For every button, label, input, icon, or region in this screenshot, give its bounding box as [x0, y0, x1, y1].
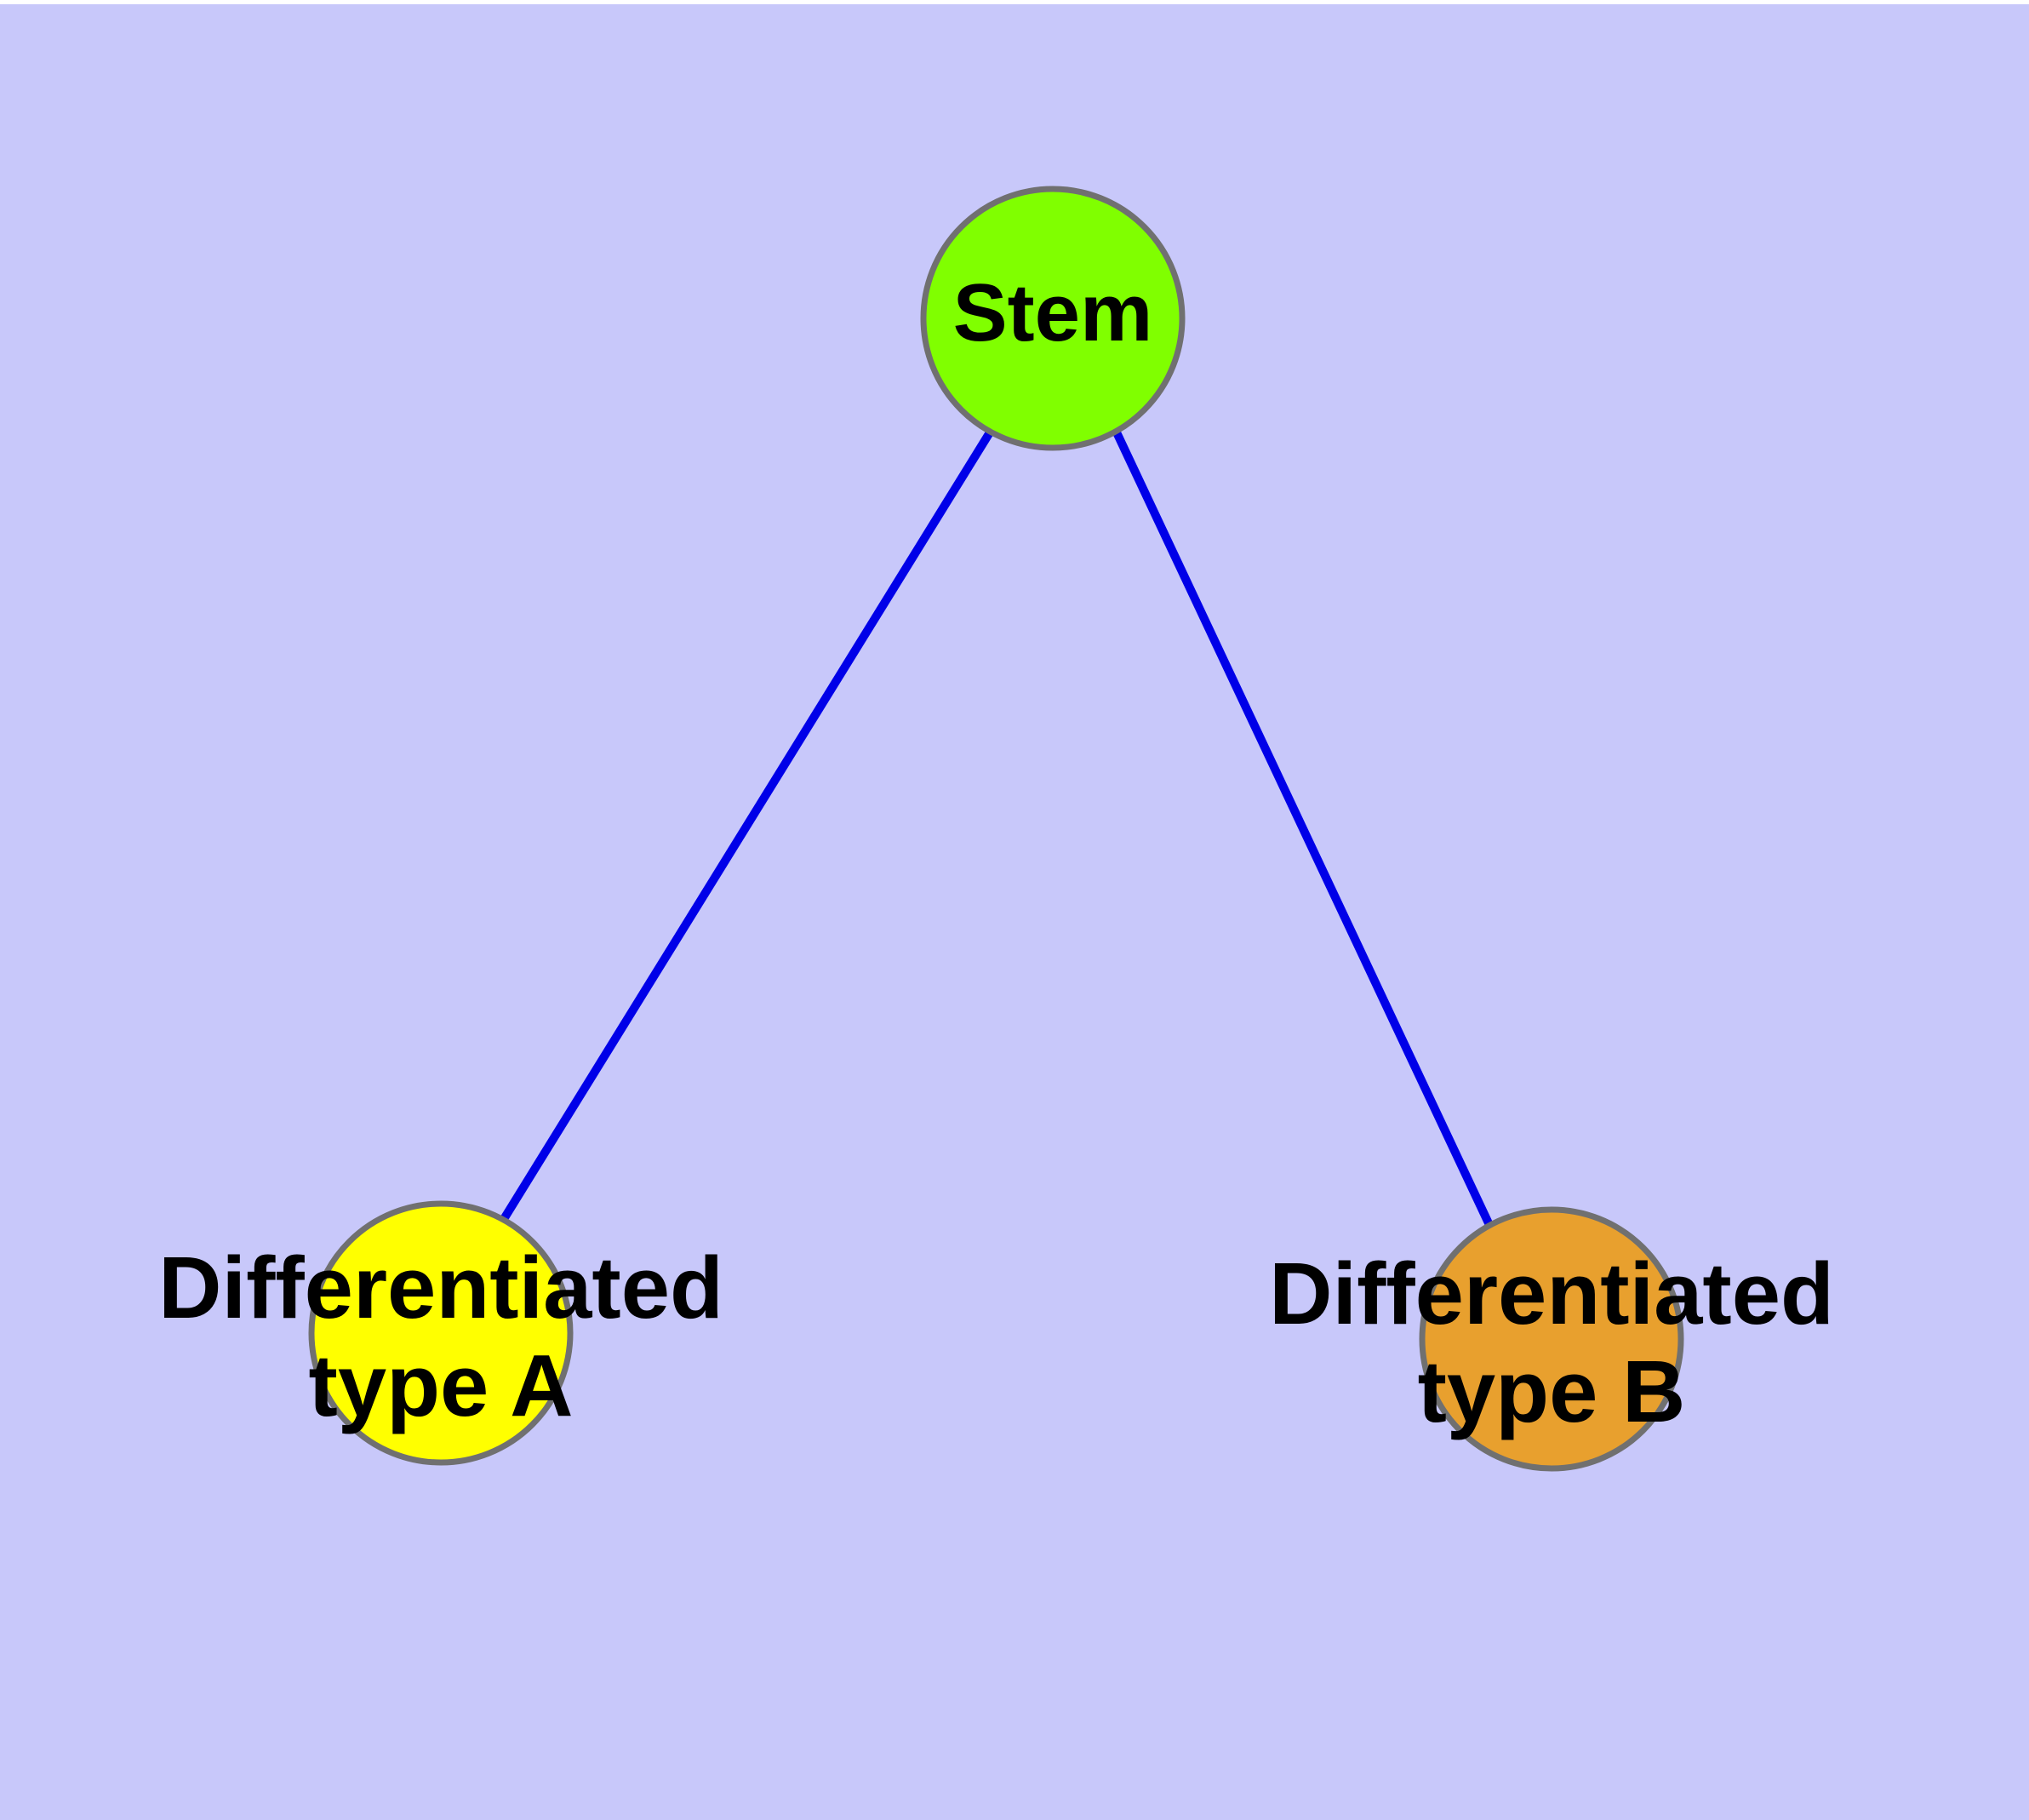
node-circle-differentiated-type-b[interactable] [1419, 1206, 1684, 1472]
node-circle-differentiated-type-a[interactable] [308, 1200, 574, 1466]
edge-stem-to-differentiated-type-b [1112, 430, 1494, 1228]
node-circle-stem[interactable] [920, 186, 1186, 451]
edge-stem-to-differentiated-type-a [500, 430, 994, 1222]
